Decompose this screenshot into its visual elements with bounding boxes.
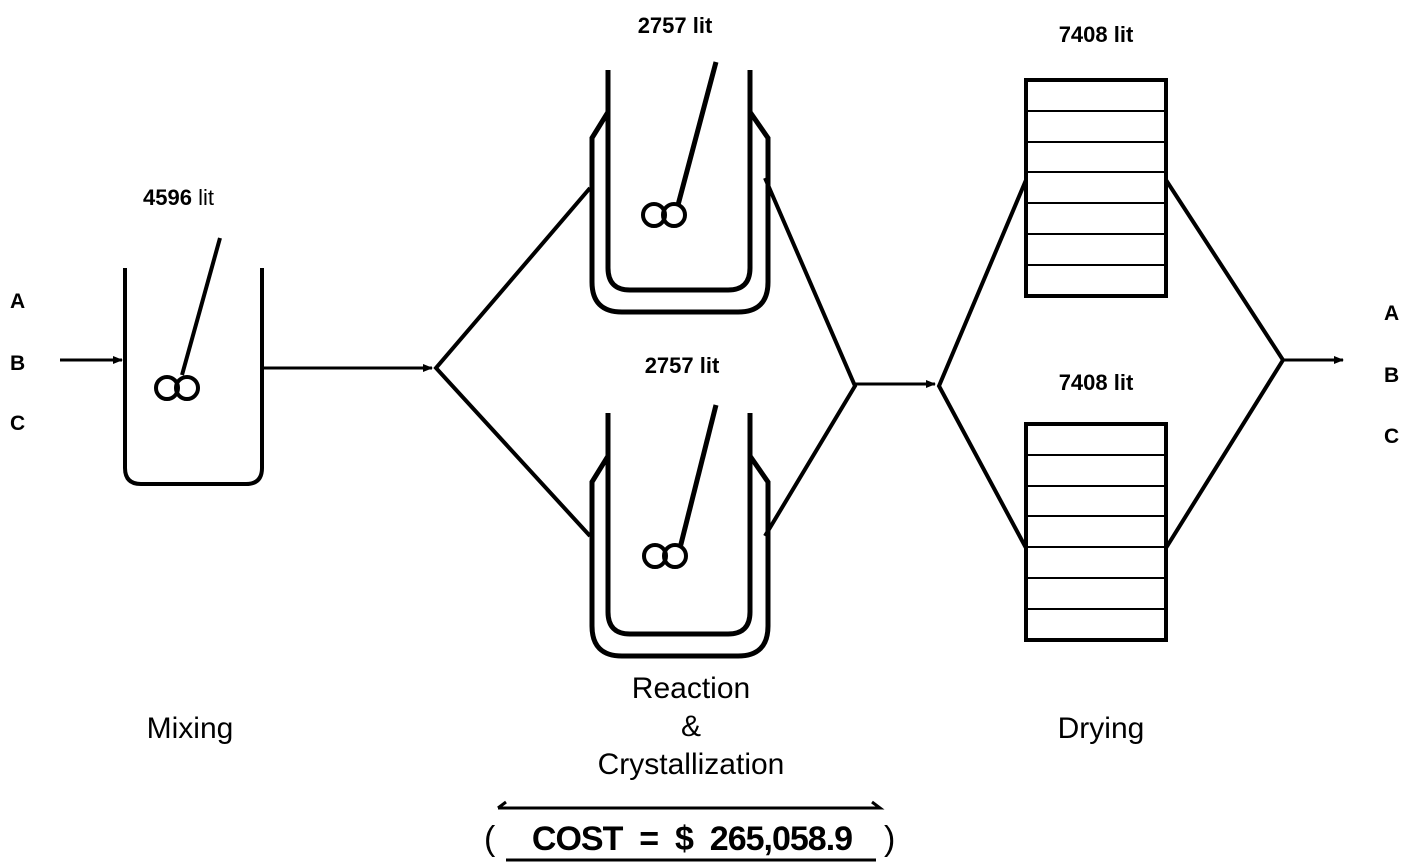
dryer-merge-lines: [1164, 178, 1286, 550]
reactor-split-lines: [433, 186, 592, 538]
cost-value: COST = $ 265,058.9: [532, 820, 852, 858]
mixing-stage-label: Mixing: [147, 712, 234, 745]
dryer-top: [1024, 78, 1168, 298]
dryer-split-lines: [936, 179, 1028, 549]
reactor-top: [589, 61, 771, 315]
reactor-bottom-agitator-impeller: [642, 543, 688, 569]
input-label-a: A: [10, 290, 25, 313]
reactor-top-agitator-impeller: [641, 202, 687, 228]
reactor-bottom-volume-label: 2757 lit: [645, 353, 720, 378]
mixing-agitator-impeller: [154, 375, 200, 401]
input-label-c: C: [10, 412, 25, 435]
cost-open-paren: (: [484, 820, 496, 858]
cost-close-paren: ): [884, 820, 895, 858]
reactor-bottom-vessel: [605, 413, 753, 637]
reactor-top-agitator-shaft: [675, 61, 719, 206]
dryer-top-trays: [1026, 110, 1166, 266]
reactor-top-jacket: [589, 110, 771, 315]
reactor-merge-lines: [763, 177, 858, 538]
output-labels: A B C: [1384, 302, 1399, 448]
dryer-bottom-body: [1024, 422, 1168, 642]
reactor-bottom-agitator-shaft: [677, 404, 719, 549]
reactor-bottom-jacket: [589, 454, 771, 659]
reaction-stage-label-line-2: &: [681, 710, 701, 743]
cost-top-rule: [497, 800, 885, 810]
reactor-top-vessel: [605, 70, 753, 293]
input-labels: A B C: [10, 290, 25, 435]
mixing-volume-unit: lit: [198, 185, 214, 210]
reactor-top-volume-label: 2757 lit: [638, 13, 713, 38]
dryer-bottom-volume-label: 7408 lit: [1059, 370, 1134, 395]
reactor-bottom: [589, 404, 771, 659]
mixing-vessel: [123, 268, 264, 486]
cost-summary: ( COST = $ 265,058.9 ): [484, 800, 895, 862]
reaction-stage-label-line-3: Crystallization: [598, 748, 785, 781]
output-label-c: C: [1384, 425, 1399, 448]
output-label-b: B: [1384, 364, 1399, 387]
input-label-b: B: [10, 352, 25, 375]
mixing-agitator-shaft: [180, 237, 222, 376]
drying-stage-label: Drying: [1058, 712, 1145, 745]
output-label-a: A: [1384, 302, 1399, 325]
mixing-tank: [123, 237, 264, 486]
reaction-stage-label-line-1: Reaction: [632, 672, 750, 705]
dryer-top-body: [1024, 78, 1168, 298]
dryer-bottom: [1024, 422, 1168, 642]
mixing-volume-value: 4596: [143, 185, 192, 210]
dryer-top-volume-label: 7408 lit: [1059, 22, 1134, 47]
mixing-volume-label: 4596 lit: [143, 185, 214, 210]
dryer-bottom-trays: [1026, 454, 1166, 610]
